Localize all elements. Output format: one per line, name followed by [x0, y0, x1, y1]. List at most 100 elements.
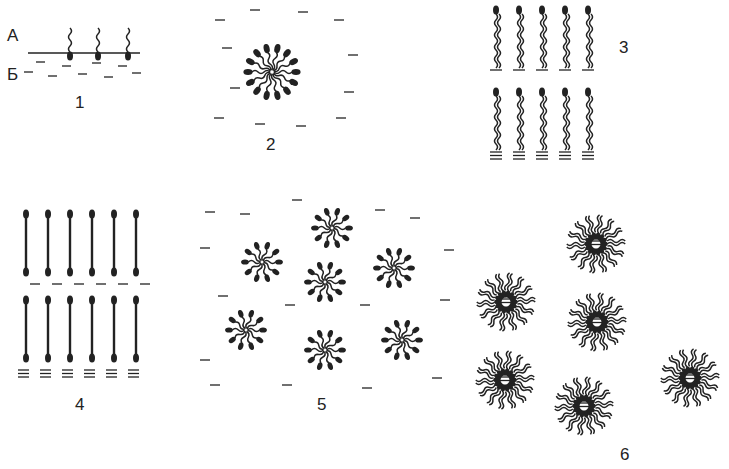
polar-head	[585, 5, 591, 14]
lipid-molecule	[585, 87, 593, 150]
tail	[570, 326, 588, 337]
polar-head	[323, 207, 330, 216]
tail	[69, 304, 71, 355]
polar-head	[264, 274, 271, 283]
lipid-molecule	[252, 48, 273, 73]
tail	[685, 389, 692, 407]
tail	[571, 328, 589, 339]
tail	[606, 308, 624, 319]
polar-head	[385, 247, 392, 256]
lipid-molecule	[89, 295, 95, 362]
water-dash	[499, 380, 511, 381]
polar-head	[323, 240, 330, 249]
polar-head	[23, 353, 29, 362]
polar-head	[67, 51, 73, 60]
tail	[588, 416, 595, 434]
polar-head	[311, 225, 319, 230]
water-dash	[536, 151, 548, 152]
tail	[544, 14, 547, 68]
polar-head	[403, 274, 412, 283]
lipid-molecule	[67, 295, 73, 362]
lipid-molecule	[262, 261, 281, 276]
tail	[594, 215, 601, 233]
tail	[266, 52, 273, 70]
lipid-molecule	[508, 285, 533, 302]
polar-head	[404, 352, 411, 361]
polar-head	[585, 87, 591, 96]
water-dash	[536, 155, 548, 156]
polar-head	[393, 319, 400, 328]
water-dash	[84, 376, 95, 377]
water-dash	[559, 69, 571, 70]
water-dash	[205, 211, 215, 212]
polar-head	[334, 288, 343, 297]
water-dash	[62, 65, 71, 66]
water-dash	[578, 406, 590, 407]
polar-head	[338, 279, 346, 284]
polar-head	[67, 295, 73, 304]
water-dash	[490, 158, 502, 159]
water-dash	[336, 117, 346, 118]
lipid-molecule	[325, 336, 344, 351]
water-dash	[582, 155, 594, 156]
water-dash	[684, 378, 696, 379]
lipid-molecule	[228, 316, 247, 331]
lipid-molecule	[493, 87, 501, 150]
tail	[604, 250, 618, 266]
lipid-molecule	[384, 326, 403, 341]
lipid-molecule	[402, 339, 421, 354]
lipid-molecule	[394, 254, 413, 269]
tail	[135, 218, 137, 269]
water-dash	[582, 69, 594, 70]
water-dash	[282, 384, 292, 385]
tail	[500, 391, 507, 409]
polar-head	[225, 327, 233, 332]
lipid-molecule	[133, 295, 139, 362]
polar-head	[288, 78, 299, 87]
lipid-molecule	[243, 69, 270, 75]
water-dash	[444, 249, 454, 250]
tail	[25, 218, 27, 269]
polar-head	[45, 353, 51, 362]
water-dash	[210, 384, 220, 385]
water-dash	[40, 376, 51, 377]
polar-head	[89, 209, 95, 218]
water-dash	[92, 62, 101, 63]
polar-head	[338, 347, 346, 352]
water-dash	[24, 71, 33, 72]
tail	[701, 374, 719, 377]
water-dash	[62, 376, 73, 377]
tail	[325, 273, 336, 282]
polar-head	[89, 295, 95, 304]
callout-number: 5	[317, 396, 326, 413]
lipid-molecule	[273, 57, 300, 74]
water-dash	[104, 76, 113, 77]
lipid-molecule	[270, 73, 282, 100]
water-dash	[513, 151, 525, 152]
lipid-molecule	[585, 5, 593, 68]
tail	[663, 382, 681, 393]
water-dash	[132, 72, 141, 73]
tail	[595, 293, 602, 311]
tail	[394, 259, 405, 268]
lipid-molecule	[692, 361, 717, 378]
tail	[592, 333, 599, 351]
water-dash	[106, 373, 117, 374]
lipid-molecule	[539, 5, 547, 68]
lipid-molecule	[23, 295, 29, 362]
polar-head	[243, 69, 252, 75]
water-dash	[440, 299, 450, 300]
polar-head	[411, 346, 420, 355]
tail	[558, 412, 576, 423]
tail	[694, 388, 701, 406]
tail	[135, 304, 137, 355]
polar-head	[253, 241, 260, 250]
tail	[582, 377, 589, 395]
tail	[567, 14, 570, 68]
water-dash	[360, 304, 370, 305]
tail	[489, 312, 503, 328]
tail	[273, 62, 291, 73]
polar-head	[263, 43, 271, 53]
tail	[592, 389, 610, 400]
water-dash	[84, 369, 95, 370]
